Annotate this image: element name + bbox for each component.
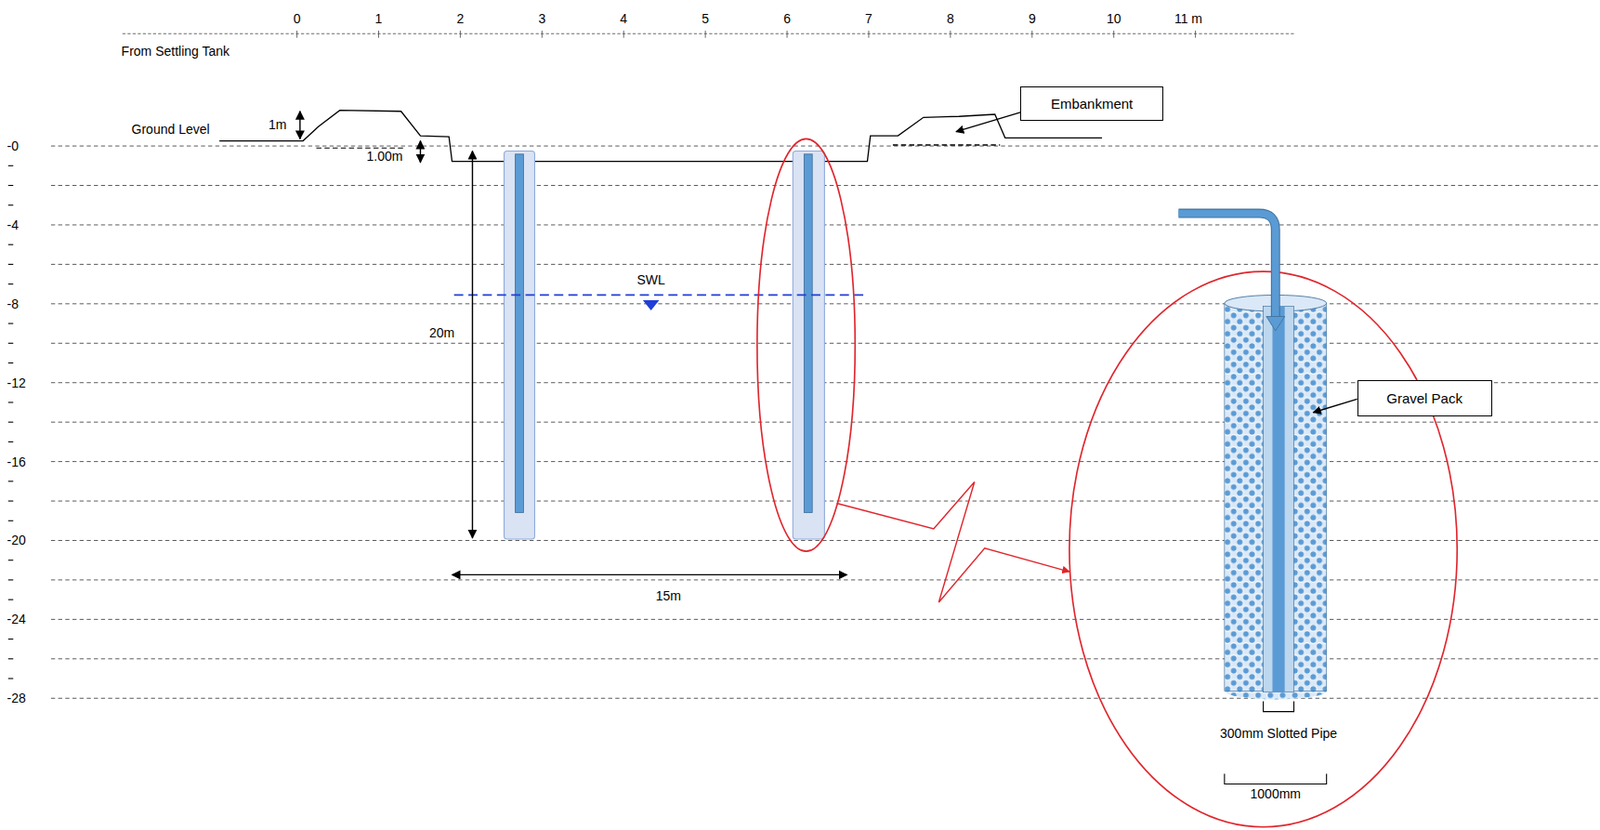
callout-box: Gravel Pack [1357, 380, 1493, 418]
scale-number: 9 [1027, 11, 1037, 27]
scale-number: 2 [455, 11, 465, 27]
scale-number: 0 [292, 11, 302, 27]
leader-line [1312, 398, 1357, 412]
depth-label: -20 [6, 532, 27, 548]
scale-number: 6 [782, 11, 792, 27]
scale-number: 11 m [1173, 11, 1204, 27]
dimension-label: 20m [428, 325, 456, 341]
embankment-base [892, 144, 1000, 146]
dimension-bracket [1263, 701, 1295, 712]
depth-label: -0 [6, 138, 20, 154]
dimension-label: 300mm Slotted Pipe [1219, 725, 1338, 741]
dimension-label: 15m [655, 588, 682, 604]
dimension-label: From Settling Tank [120, 43, 231, 59]
detail-ellipse [1069, 271, 1457, 827]
dimension-arrow [419, 141, 421, 163]
depth-grid [8, 145, 1600, 698]
dimension-label: 1.00m [366, 148, 405, 164]
dimension-label: Ground Level [131, 121, 211, 137]
dimension-label: SWL [635, 272, 666, 288]
inlet-pipe [1178, 213, 1275, 326]
scale-number: 8 [945, 11, 956, 27]
detail-ellipse [757, 138, 855, 551]
depth-label: -4 [6, 217, 20, 233]
scale-number: 4 [618, 11, 629, 27]
scale-number: 7 [864, 11, 874, 27]
depth-label: -28 [6, 690, 27, 706]
leader-line [956, 112, 1021, 132]
callout-box: Embankment [1020, 86, 1164, 120]
scale-number: 5 [700, 11, 710, 27]
water-level [454, 294, 868, 297]
water-level-symbol [642, 300, 660, 311]
dimension-arrow [452, 574, 848, 576]
scale-bar [122, 30, 1297, 39]
gravel-pack-detail [1224, 294, 1327, 699]
scale-number: 1 [374, 11, 384, 27]
scale-number: 10 [1105, 11, 1123, 27]
soakaway-well [792, 151, 825, 539]
ground-profile [219, 110, 1102, 162]
dimension-arrow [472, 151, 473, 538]
inlet-pipe [1178, 213, 1275, 319]
detail-pointer [837, 481, 1070, 603]
depth-label: -16 [6, 454, 27, 470]
inlet-arrowhead [1266, 316, 1286, 331]
callout-text: Gravel Pack [1386, 390, 1463, 407]
depth-label: -12 [6, 375, 27, 391]
dimension-arrow [299, 111, 301, 140]
soakaway-well [504, 151, 536, 539]
dimension-label: 1000mm [1249, 786, 1302, 801]
scale-number: 3 [537, 11, 547, 27]
dimension-label: 1m [267, 117, 288, 132]
depth-label: -8 [6, 296, 20, 312]
depth-label: -24 [6, 611, 27, 627]
callout-text: Embankment [1050, 95, 1133, 112]
dimension-bracket [1224, 773, 1327, 785]
